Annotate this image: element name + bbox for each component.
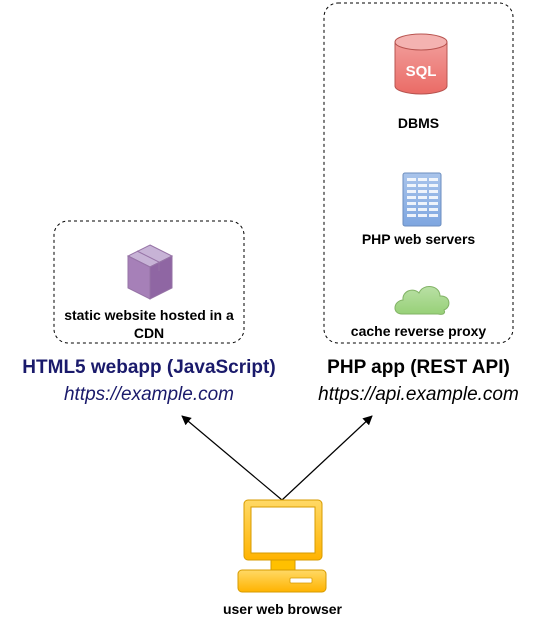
client-label: user web browser xyxy=(222,601,343,617)
api-group-container xyxy=(323,2,514,344)
webapp-group-title: HTML5 webapp (JavaScript) xyxy=(22,357,276,378)
cdn-group-container xyxy=(53,220,245,344)
arrow-to-api xyxy=(281,415,373,501)
cdn-node-label: static website hosted in a CDN xyxy=(64,307,234,341)
dbms-label: DBMS xyxy=(397,115,440,131)
api-group-url: https://api.example.com xyxy=(318,384,519,405)
computer-monitor-icon xyxy=(237,499,327,593)
php-web-servers-label: PHP web servers xyxy=(361,231,476,247)
api-group-title: PHP app (REST API) xyxy=(327,357,510,378)
cache-reverse-proxy-label: cache reverse proxy xyxy=(350,323,487,339)
sql-icon-text: SQL xyxy=(406,63,437,80)
server-rack-icon xyxy=(402,172,442,227)
webapp-group-url: https://example.com xyxy=(63,384,235,405)
cloud-icon xyxy=(394,286,450,315)
package-box-icon xyxy=(126,244,174,300)
sql-database-icon: SQL xyxy=(394,33,448,95)
arrow-to-webapp xyxy=(181,415,283,501)
